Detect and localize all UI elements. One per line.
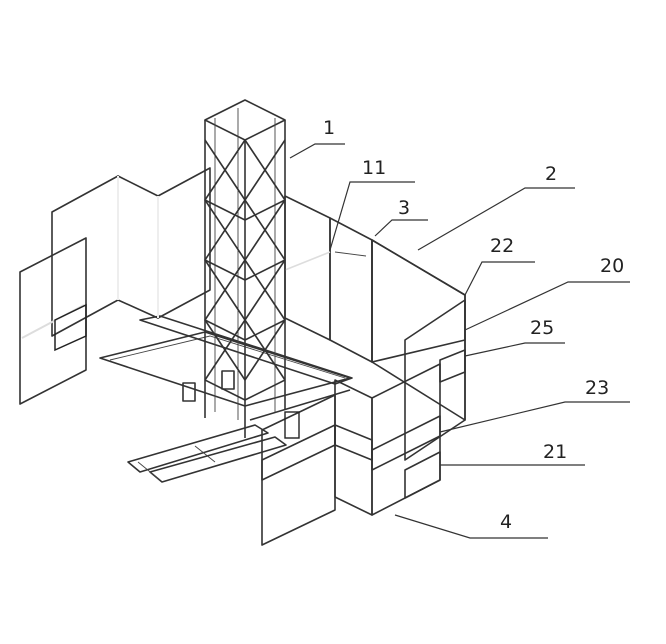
left-rear-wall — [51, 167, 211, 337]
label-1: 1 — [323, 117, 335, 139]
base-rails — [99, 315, 353, 483]
left-door — [19, 237, 87, 405]
label-25: 25 — [530, 317, 554, 339]
label-2: 2 — [545, 163, 557, 185]
label-11: 11 — [362, 157, 386, 179]
label-20: 20 — [600, 255, 624, 277]
label-23: 23 — [585, 377, 609, 399]
mast-tower — [182, 99, 286, 438]
label-3: 3 — [398, 197, 410, 219]
label-22: 22 — [490, 235, 514, 257]
reference-labels: 1 11 3 2 22 20 25 23 21 4 — [323, 117, 624, 533]
label-4: 4 — [500, 511, 512, 533]
label-21: 21 — [543, 441, 567, 463]
leader-lines — [289, 143, 630, 539]
front-door-panels — [261, 379, 373, 546]
front-right-panels — [371, 363, 441, 516]
